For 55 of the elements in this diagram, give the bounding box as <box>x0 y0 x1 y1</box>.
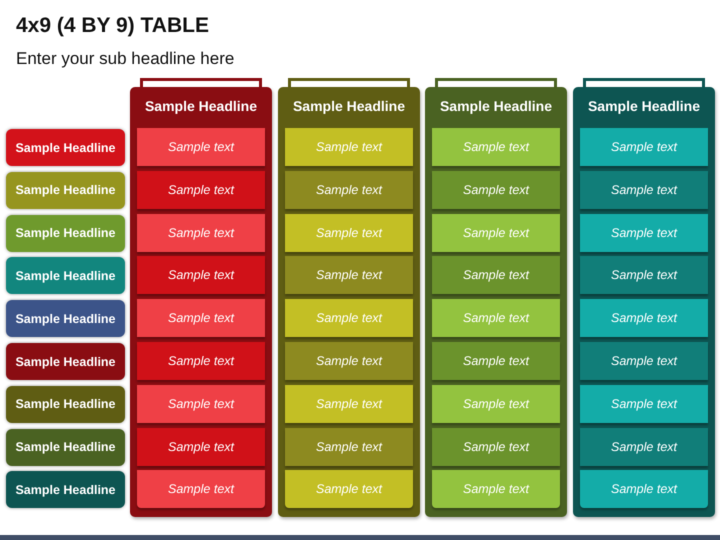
row-header: Sample Headline <box>6 129 125 166</box>
table-cell: Sample text <box>432 128 560 166</box>
table-cell: Sample text <box>432 470 560 508</box>
table-cell: Sample text <box>285 342 413 380</box>
table-cell: Sample text <box>137 256 265 294</box>
table-column <box>278 87 420 517</box>
table-cell: Sample text <box>137 428 265 466</box>
table-cell: Sample text <box>137 170 265 209</box>
table-cell: Sample text <box>580 428 708 466</box>
table-cell: Sample text <box>432 214 560 252</box>
table-column <box>425 87 567 517</box>
table-column <box>130 87 272 517</box>
table-cell: Sample text <box>137 342 265 380</box>
table-cell: Sample text <box>580 470 708 508</box>
row-header: Sample Headline <box>6 386 125 423</box>
row-header: Sample Headline <box>6 257 125 294</box>
table-cell: Sample text <box>137 214 265 252</box>
table-cell: Sample text <box>432 256 560 294</box>
table-cell: Sample text <box>432 342 560 380</box>
table-cell: Sample text <box>285 384 413 423</box>
table-cell: Sample text <box>285 214 413 252</box>
column-header: Sample Headline <box>586 98 702 114</box>
column-header: Sample Headline <box>438 98 554 114</box>
row-header: Sample Headline <box>6 172 125 209</box>
table-cell: Sample text <box>580 170 708 209</box>
table-cell: Sample text <box>432 299 560 338</box>
table-cell: Sample text <box>285 170 413 209</box>
table-cell: Sample text <box>285 470 413 508</box>
table-cell: Sample text <box>137 299 265 338</box>
table-cell: Sample text <box>137 128 265 166</box>
table-cell: Sample text <box>580 128 708 166</box>
table-cell: Sample text <box>432 428 560 466</box>
table-cell: Sample text <box>432 384 560 423</box>
table-cell: Sample text <box>137 470 265 508</box>
row-header: Sample Headline <box>6 343 125 380</box>
title: 4x9 (4 BY 9) TABLE <box>16 14 209 38</box>
row-header: Sample Headline <box>6 300 125 338</box>
table-cell: Sample text <box>580 342 708 380</box>
row-header: Sample Headline <box>6 471 125 508</box>
table-cell: Sample text <box>580 214 708 252</box>
column-header: Sample Headline <box>292 98 406 114</box>
table-column <box>573 87 715 517</box>
table-cell: Sample text <box>137 384 265 423</box>
row-header: Sample Headline <box>6 214 125 252</box>
table-cell: Sample text <box>432 170 560 209</box>
table-cell: Sample text <box>285 128 413 166</box>
column-header: Sample Headline <box>144 98 258 114</box>
table-cell: Sample text <box>580 384 708 423</box>
row-header: Sample Headline <box>6 428 125 466</box>
table-cell: Sample text <box>285 299 413 338</box>
table-cell: Sample text <box>580 299 708 338</box>
subtitle: Enter your sub headline here <box>16 49 234 69</box>
table-cell: Sample text <box>285 256 413 294</box>
table-cell: Sample text <box>580 256 708 294</box>
table-cell: Sample text <box>285 428 413 466</box>
